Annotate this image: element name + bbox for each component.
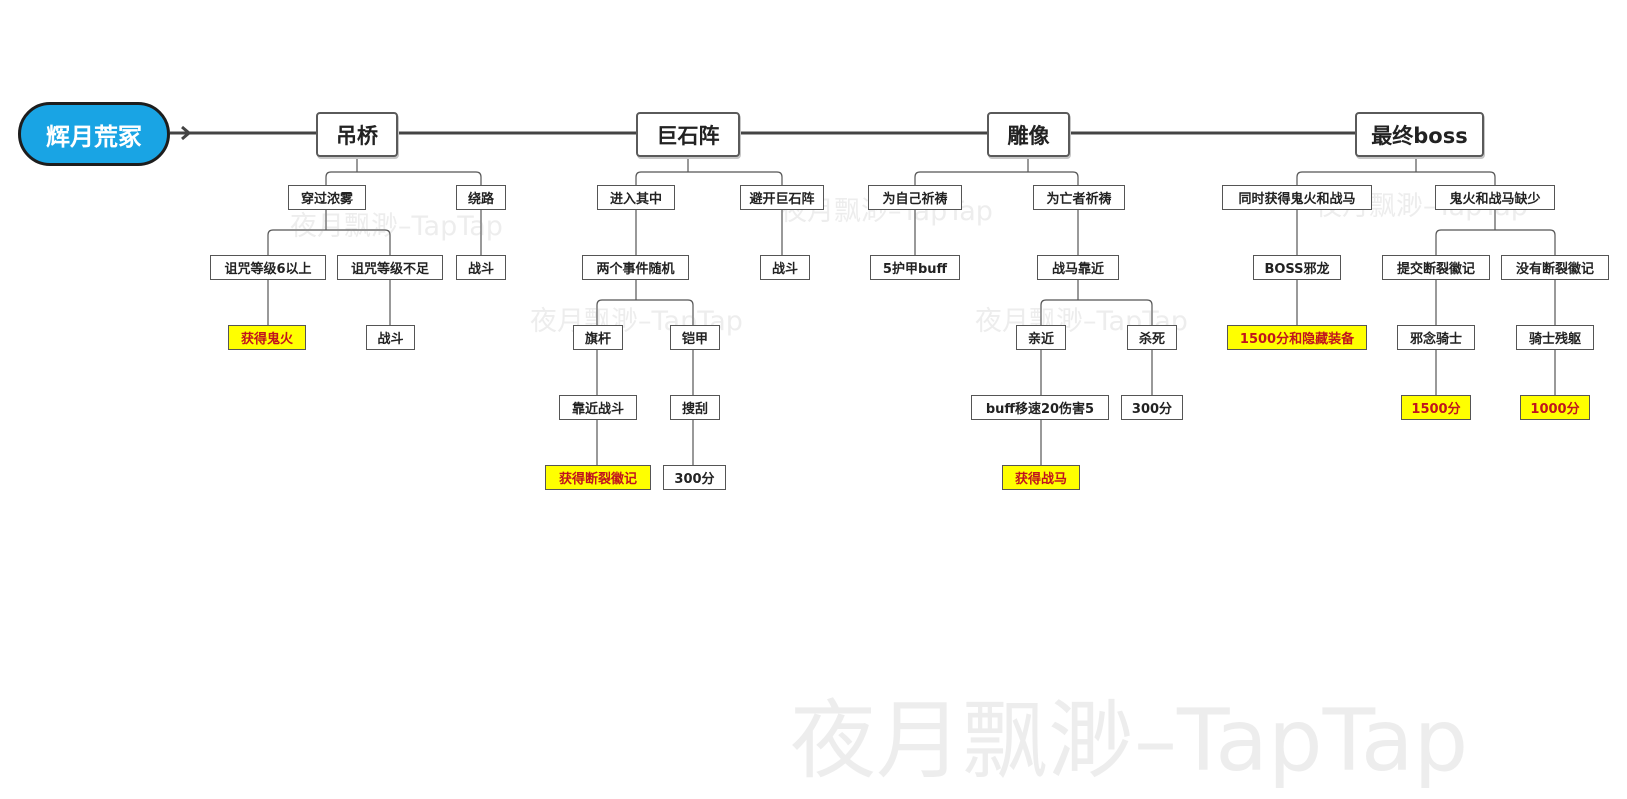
node-detour-fight[interactable]: 战斗 [456, 255, 506, 280]
node-curse-low[interactable]: 诅咒等级不足 [337, 255, 443, 280]
node-random-events[interactable]: 两个事件随机 [582, 255, 689, 280]
node-through-fog[interactable]: 穿过浓雾 [288, 185, 366, 210]
node-approach[interactable]: 亲近 [1016, 325, 1066, 350]
node-warhorse-near[interactable]: 战马靠近 [1037, 255, 1119, 280]
node-final-boss[interactable]: 最终boss [1355, 112, 1484, 157]
node-curse-low-fight[interactable]: 战斗 [366, 325, 415, 350]
node-enter[interactable]: 进入其中 [597, 185, 675, 210]
node-speed-buff[interactable]: buff移速20伤害5 [971, 395, 1109, 420]
node-knight-remains[interactable]: 骑士残躯 [1516, 325, 1594, 350]
node-both-items[interactable]: 同时获得鬼火和战马 [1222, 185, 1372, 210]
node-curse-high[interactable]: 诅咒等级6以上 [210, 255, 326, 280]
node-boss-dragon[interactable]: BOSS邪龙 [1253, 255, 1341, 280]
node-avoid-fight[interactable]: 战斗 [760, 255, 810, 280]
node-search-points[interactable]: 300分 [663, 465, 726, 490]
node-evil-knight[interactable]: 邪念骑士 [1397, 325, 1475, 350]
node-evil-knight-points[interactable]: 1500分 [1401, 395, 1471, 420]
node-flagpole[interactable]: 旗杆 [573, 325, 623, 350]
node-search[interactable]: 搜刮 [670, 395, 720, 420]
node-get-warhorse[interactable]: 获得战马 [1002, 465, 1080, 490]
node-submit-emblem[interactable]: 提交断裂徽记 [1382, 255, 1490, 280]
node-pray-self[interactable]: 为自己祈祷 [868, 185, 962, 210]
node-pray-dead[interactable]: 为亡者祈祷 [1033, 185, 1125, 210]
node-statue[interactable]: 雕像 [987, 112, 1070, 157]
node-get-ghostfire[interactable]: 获得鬼火 [228, 325, 306, 350]
root-node[interactable]: 辉月荒冢 [18, 102, 170, 166]
node-detour[interactable]: 绕路 [456, 185, 506, 210]
node-get-broken-emblem[interactable]: 获得断裂徽记 [545, 465, 651, 490]
node-armor[interactable]: 铠甲 [670, 325, 720, 350]
node-kill[interactable]: 杀死 [1127, 325, 1177, 350]
node-avoid-stones[interactable]: 避开巨石阵 [740, 185, 824, 210]
node-bridge[interactable]: 吊桥 [316, 112, 398, 157]
node-kill-points[interactable]: 300分 [1121, 395, 1183, 420]
node-reward-hidden-gear[interactable]: 1500分和隐藏装备 [1227, 325, 1367, 350]
node-approach-fight[interactable]: 靠近战斗 [559, 395, 637, 420]
node-remains-points[interactable]: 1000分 [1520, 395, 1590, 420]
node-items-missing[interactable]: 鬼火和战马缺少 [1435, 185, 1555, 210]
node-no-emblem[interactable]: 没有断裂徽记 [1501, 255, 1609, 280]
node-stones[interactable]: 巨石阵 [636, 112, 740, 157]
node-armor-buff[interactable]: 5护甲buff [870, 255, 960, 280]
